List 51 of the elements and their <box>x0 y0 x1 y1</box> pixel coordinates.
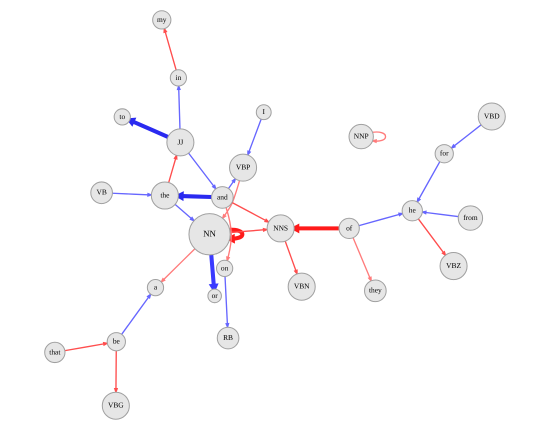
node-circle: NNP <box>348 124 374 150</box>
node-circle: VBZ <box>440 252 468 280</box>
node-circle: on <box>216 260 234 278</box>
arrow <box>226 208 232 263</box>
node-circle: and <box>211 186 234 209</box>
arrow <box>352 238 372 283</box>
node-circle: for <box>434 144 454 164</box>
arrow <box>450 124 482 150</box>
node-circle: VBN <box>288 272 316 301</box>
node-circle: of <box>338 218 360 240</box>
arrow <box>64 342 110 352</box>
arrow <box>370 131 386 144</box>
arrow <box>121 292 152 335</box>
arrow <box>112 192 154 197</box>
node-circle: VBG <box>102 392 130 420</box>
arrow <box>230 228 269 234</box>
arrow <box>224 276 230 330</box>
arrow <box>160 248 196 284</box>
node-circle: JJ <box>166 128 194 156</box>
arrow <box>228 177 236 189</box>
node-circle: be <box>106 332 126 352</box>
arrow <box>232 202 270 223</box>
arrow <box>420 210 458 218</box>
arrow <box>247 119 262 157</box>
node-circle: NNS <box>266 214 295 242</box>
arrow <box>221 180 240 220</box>
arrow <box>284 241 298 276</box>
node-circle: VB <box>90 181 113 204</box>
node-circle: or <box>207 288 222 304</box>
node-circle: they <box>364 280 387 302</box>
node-circle: VBD <box>478 102 506 131</box>
node-circle: the <box>150 182 179 210</box>
arrow <box>114 350 118 394</box>
arrow <box>168 153 178 183</box>
arrow <box>416 162 440 204</box>
node-circle: RB <box>216 326 240 350</box>
arrow <box>418 218 447 257</box>
node-circle: from <box>458 205 484 231</box>
node-circle: that <box>44 342 66 364</box>
arrow <box>163 26 177 70</box>
node-circle: my <box>152 10 172 30</box>
arrow <box>358 212 404 226</box>
arrow <box>176 84 181 129</box>
arrow <box>188 152 217 190</box>
node-circle: I <box>256 104 272 120</box>
arrow <box>174 204 196 222</box>
node-circle: a <box>146 279 164 296</box>
node-circle: in <box>170 69 188 87</box>
node-circle: VBP <box>229 154 258 182</box>
node-circle: he <box>402 200 423 222</box>
node-circle: to <box>114 108 131 126</box>
